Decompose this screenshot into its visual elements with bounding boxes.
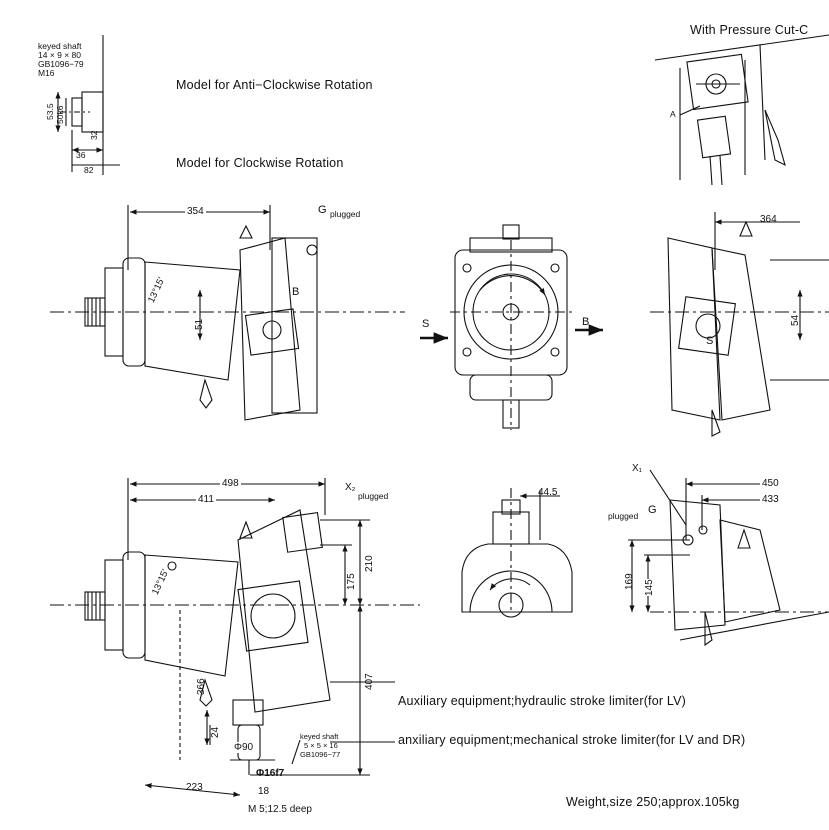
top-left-side-view (50, 205, 405, 421)
caption-hydraulic-limiter: Auxiliary equipment;hydraulic stroke lim… (398, 694, 687, 708)
bottom-center-view (461, 488, 573, 618)
dim-24: 24 (210, 726, 221, 738)
shaft-key-line2: 14 × 9 × 80 (38, 50, 82, 60)
top-center-front-view (420, 224, 603, 430)
caption-clockwise: Model for Clockwise Rotation (176, 156, 344, 170)
pressure-cutoff-title: With Pressure Cut-C (690, 23, 809, 37)
dim-54: 54 (790, 314, 801, 326)
shaft-dim-53-5: 53.5 (45, 103, 55, 120)
bottom-right-view (628, 469, 829, 647)
dim-145: 145 (644, 579, 655, 596)
keyed-shaft-line1: keyed shaft (300, 732, 339, 741)
port-a-label: A (670, 109, 676, 119)
port-b-label: B (292, 286, 300, 298)
port-s-right: S (706, 335, 714, 347)
dim-411: 411 (196, 494, 216, 505)
shaft-key-line3: GB1096−79 (38, 59, 84, 69)
dim-366: 366 (196, 678, 207, 695)
dim-433: 433 (762, 494, 779, 505)
port-x2-label: X₂ (345, 482, 356, 493)
shaft-detail-drawing (55, 35, 120, 175)
shaft-dim-82: 82 (84, 165, 94, 175)
dim-169: 169 (624, 573, 635, 590)
port-g-plugged-2: plugged (608, 511, 639, 521)
thread-spec: M 5;12.5 deep (248, 804, 312, 815)
keyed-shaft-line3: GB1096−77 (300, 750, 341, 759)
dim-223: 223 (186, 782, 203, 793)
shaft-dim-50k6: 50k6 (55, 105, 65, 124)
dim-phi16f7: Φ16f7 (256, 768, 285, 779)
dim-18: 18 (258, 786, 270, 797)
caption-weight: Weight,size 250;approx.105kg (566, 795, 740, 809)
port-g-label-2: G (648, 504, 657, 516)
pressure-cutoff-view (654, 34, 829, 186)
dim-175: 175 (346, 573, 357, 590)
caption-anticlockwise: Model for Anti−Clockwise Rotation (176, 78, 373, 92)
port-g-plugged: plugged (330, 209, 361, 219)
top-right-side-view (650, 212, 829, 437)
dim-phi90: Φ90 (234, 742, 254, 753)
dim-44-5: 44.5 (538, 487, 558, 498)
dim-354: 354 (185, 206, 206, 217)
port-g-label: G (318, 204, 327, 216)
shaft-key-line4: M16 (38, 68, 55, 78)
dim-450: 450 (762, 478, 779, 489)
dim-210: 210 (364, 555, 375, 572)
dim-498: 498 (220, 478, 241, 489)
shaft-dim-36: 36 (76, 150, 86, 160)
caption-mechanical-limiter: anxiliary equipment;mechanical stroke li… (398, 733, 746, 747)
dim-364: 364 (760, 214, 777, 225)
dim-407: 407 (364, 673, 375, 690)
shaft-key-line1: keyed shaft (38, 41, 82, 51)
port-x1-label: X₁ (632, 463, 643, 474)
port-x2-plugged: plugged (358, 491, 389, 501)
keyed-shaft-line2: 5 × 5 × 16 (304, 741, 338, 750)
bottom-left-side-view (50, 478, 420, 797)
pressure-port-b: B (582, 316, 590, 328)
suction-port-s: S (422, 318, 430, 330)
dim-51: 51 (194, 318, 205, 330)
shaft-dim-32: 32 (89, 130, 99, 140)
